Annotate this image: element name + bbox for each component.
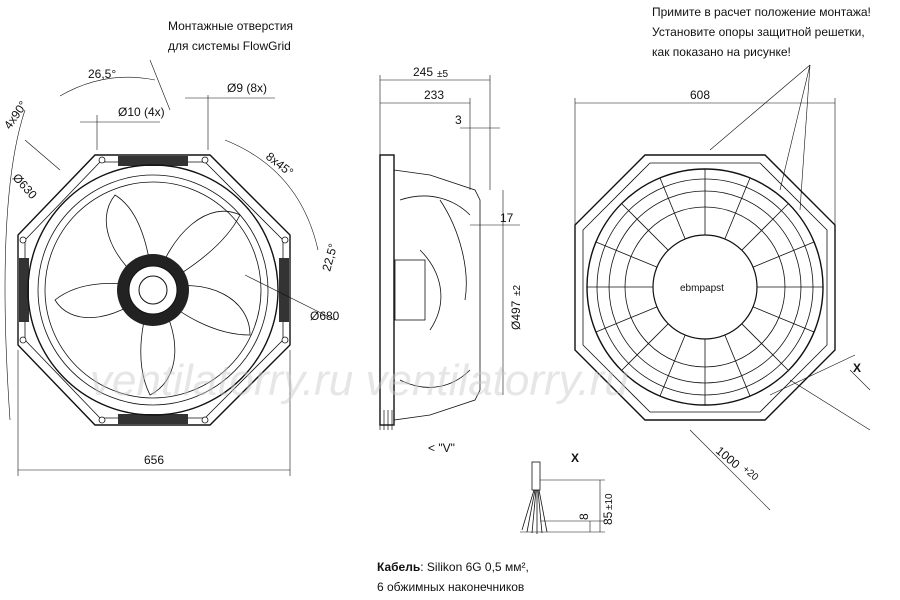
note-warn-l2: Установите опоры защитной решетки, (652, 25, 865, 39)
dim-d9: Ø9 (8x) (227, 81, 267, 95)
dim-85: 85 (601, 511, 615, 525)
dim-245-tol: ±5 (437, 69, 448, 80)
hatch-bottom (118, 414, 188, 424)
hatch-top (118, 156, 188, 166)
cable-label-line2: 6 обжимных наконечников (377, 580, 524, 594)
marker-x-detail: X (571, 451, 579, 465)
side-motor (394, 259, 426, 321)
dim-85-tol: ±10 (604, 493, 615, 510)
cable-wires (521, 489, 548, 534)
hub-center (138, 275, 168, 305)
note-warn-l3: как показано на рисунке! (652, 45, 791, 59)
note-warn-l1: Примите в расчет положение монтажа! (652, 5, 871, 19)
dim-497-tol: ±2 (512, 285, 523, 296)
dim-3: 3 (455, 113, 462, 127)
cable-jacket (531, 461, 541, 491)
side-body (393, 169, 481, 421)
dim-608: 608 (690, 88, 710, 102)
cable-label-line1: Кабель: Silikon 6G 0,5 мм², (377, 560, 529, 574)
dim-497: Ø497 (509, 300, 523, 330)
dim-4x90: 4x90° (1, 98, 30, 131)
dim-17: 17 (500, 211, 514, 225)
side-view: 245 ±5 233 3 17 Ø497 ±2 < "V" (379, 65, 523, 455)
dim-8x45: 8x45° (263, 149, 296, 179)
rear-motor-cap (652, 234, 758, 340)
front-panel-outline (17, 154, 291, 426)
front-view: Монтажные отверстия для системы FlowGrid… (1, 19, 340, 476)
dim-656: 656 (144, 453, 164, 467)
note-mount-holes-l1: Монтажные отверстия (168, 19, 293, 33)
dim-d680: Ø680 (310, 309, 340, 323)
mount-holes (19, 156, 289, 424)
rear-view: ebmpapst 608 Примите в расчет положение … (574, 5, 871, 511)
rear-brand: ebmpapst (680, 283, 724, 294)
note-mount-holes-l2: для системы FlowGrid (168, 39, 291, 53)
front-ring-inner (37, 174, 269, 406)
hatch-right (279, 258, 289, 322)
dim-d630: Ø630 (10, 171, 40, 202)
dim-22-5: 22,5° (319, 242, 340, 273)
dim-8: 8 (577, 513, 591, 520)
cable-label-bold: Кабель (377, 560, 420, 574)
dim-d10: Ø10 (4x) (118, 105, 165, 119)
dim-26-5: 26,5° (88, 67, 116, 81)
front-ring-3 (44, 181, 262, 399)
cable-detail: X 8 85 ±10 Кабель: Silikon 6G 0,5 мм², 6… (377, 451, 615, 594)
dim-233: 233 (424, 88, 444, 102)
dim-1000: 1000 (713, 444, 743, 472)
watermark: ventilatorry.ru ventilatorry.ru (90, 356, 629, 405)
cable-label-rest: : Silikon 6G 0,5 мм², (420, 560, 529, 574)
dim-1000-tol: +20 (740, 464, 760, 484)
front-ring-outer (27, 164, 279, 416)
hatch-left (19, 258, 29, 322)
view-label-v: < "V" (428, 441, 455, 455)
marker-x-rear: X (853, 361, 861, 375)
side-cable (379, 410, 393, 430)
rear-panel-outline (574, 154, 836, 421)
dim-245: 245 (413, 65, 433, 79)
rear-panel-inner (582, 162, 828, 413)
